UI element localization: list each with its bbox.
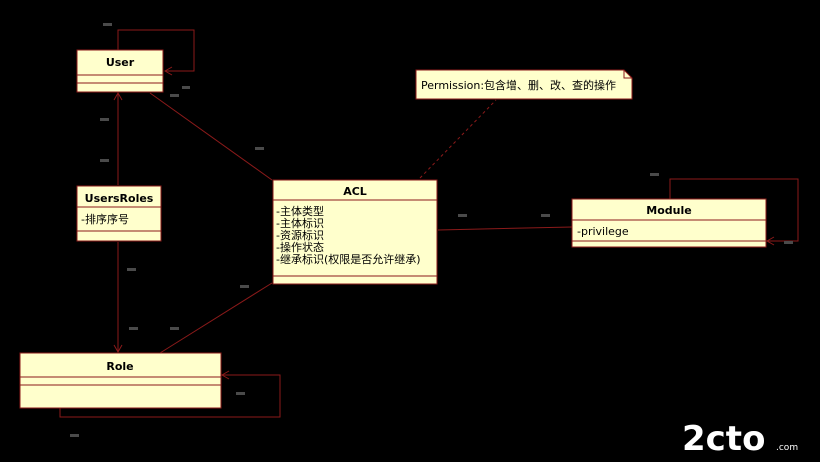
multiplicity-mark [170, 327, 179, 330]
class-role[interactable]: Role [19, 352, 222, 409]
role-self-association [59, 374, 281, 418]
class-acl-attribute: -操作状态 [276, 240, 324, 254]
class-usersroles[interactable]: UsersRoles -排序序号 [76, 185, 162, 242]
class-usersroles-attribute: -排序序号 [81, 212, 129, 226]
class-acl-attribute: -主体标识 [276, 216, 324, 230]
multiplicity-mark [127, 268, 136, 271]
note-fold [623, 70, 632, 79]
multiplicity-mark [240, 285, 249, 288]
class-module-attribute: -privilege [577, 225, 629, 238]
class-usersroles-name: UsersRoles [85, 192, 154, 205]
class-acl-box [272, 179, 438, 285]
user-acl-line [149, 92, 273, 181]
multiplicity-mark [129, 327, 138, 330]
note-anchor-line [419, 99, 497, 179]
class-module-name: Module [646, 204, 691, 217]
class-user-name: User [106, 56, 135, 69]
multiplicity-mark [784, 241, 793, 244]
user-self-arrowhead [163, 66, 173, 76]
multiplicity-mark [170, 94, 179, 97]
class-role-name: Role [106, 360, 133, 373]
multiplicity-mark [541, 214, 550, 217]
multiplicity-mark [70, 434, 79, 437]
module-self-arrowhead [765, 236, 775, 246]
class-user-box [76, 49, 164, 93]
multiplicity-mark [100, 159, 109, 162]
note-text: Permission:包含增、删、改、查的操作 [421, 78, 616, 92]
watermark-logo: 2cto .com [682, 419, 798, 459]
class-acl-attribute: -主体类型 [276, 204, 324, 218]
role-self-arrowhead [220, 370, 230, 380]
role-arrowhead [113, 344, 123, 354]
multiplicity-marks [70, 23, 793, 437]
class-acl-attribute: -继承标识(权限是否允许继承) [276, 252, 421, 266]
watermark-subtext: .com [776, 443, 798, 453]
class-acl-name: ACL [343, 185, 367, 198]
user-arrowhead [113, 91, 123, 101]
multiplicity-mark [650, 173, 659, 176]
multiplicity-mark [255, 147, 264, 150]
multiplicity-mark [236, 392, 245, 395]
multiplicity-mark [182, 86, 190, 89]
class-acl-attribute: -资源标识 [276, 228, 324, 242]
class-module-box [571, 198, 767, 248]
user-self-association [117, 29, 195, 72]
acl-module-line [437, 226, 573, 231]
class-module[interactable]: Module -privilege [571, 198, 767, 248]
multiplicity-mark [103, 23, 112, 26]
note-permission[interactable]: Permission:包含增、删、改、查的操作 [415, 69, 633, 100]
watermark-text: 2cto [682, 419, 765, 459]
class-usersroles-box [76, 185, 162, 242]
role-acl-line [159, 282, 273, 354]
class-role-box [19, 352, 222, 409]
multiplicity-mark [100, 118, 109, 121]
note-box [415, 69, 633, 100]
class-acl[interactable]: ACL -主体类型 -主体标识 -资源标识 -操作状态 -继承标识(权限是否允许… [272, 179, 438, 285]
class-user[interactable]: User [76, 49, 164, 93]
multiplicity-mark [458, 214, 467, 217]
